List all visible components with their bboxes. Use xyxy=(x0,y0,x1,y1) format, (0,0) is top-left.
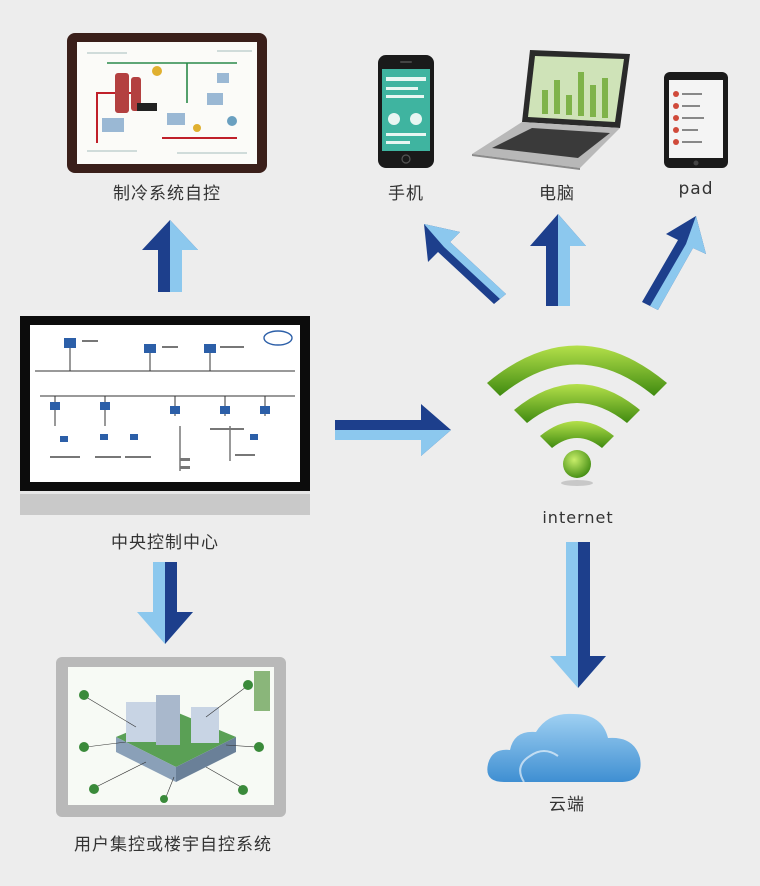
phone-label: 手机 xyxy=(388,184,424,204)
pad-device xyxy=(664,72,728,168)
arrow-down-to-cloud xyxy=(548,540,608,690)
arrow-to-computer xyxy=(528,212,588,308)
internet-label: internet xyxy=(542,508,614,527)
refrigeration-panel xyxy=(67,33,267,173)
arrow-to-pad xyxy=(636,212,712,312)
arrow-to-phone xyxy=(418,218,510,306)
cloud-icon xyxy=(484,706,644,786)
arrow-right-to-internet xyxy=(333,402,453,458)
pad-label: pad xyxy=(678,179,714,199)
phone-device xyxy=(378,55,434,168)
building-label: 用户集控或楼宇自控系统 xyxy=(74,835,272,855)
computer-label: 电脑 xyxy=(539,184,575,204)
laptop-device xyxy=(470,50,640,170)
arrow-up-to-refrigeration xyxy=(140,218,200,294)
arrow-down-to-building xyxy=(135,560,195,646)
central-label: 中央控制中心 xyxy=(111,533,219,553)
cloud-label: 云端 xyxy=(549,795,585,815)
central-monitor xyxy=(20,316,310,516)
building-panel xyxy=(56,657,286,817)
refrigeration-label: 制冷系统自控 xyxy=(113,184,221,204)
wifi-icon xyxy=(482,328,672,488)
